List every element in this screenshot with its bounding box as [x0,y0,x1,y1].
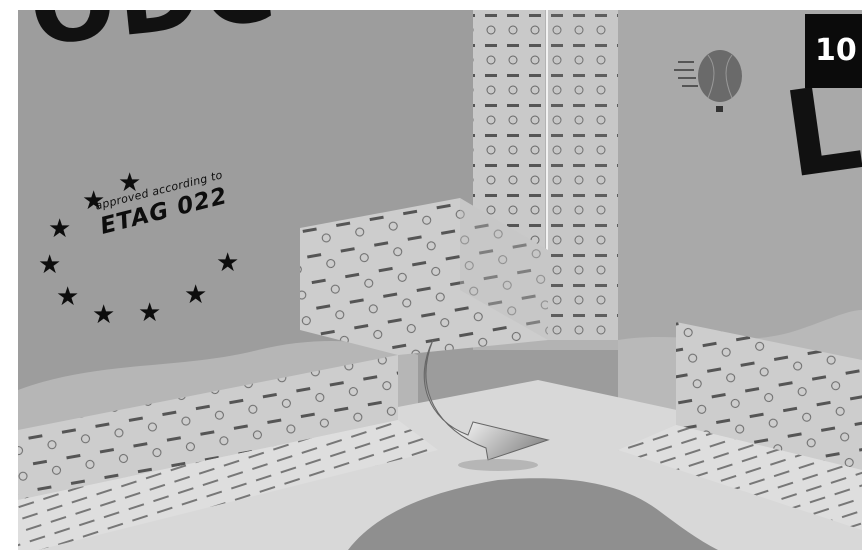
star-icon: ★ [216,250,239,276]
star-icon: ★ [138,300,161,326]
star-icon: ★ [48,216,71,242]
star-icon: ★ [92,302,115,328]
product-illustration: ODC Le 10 ★ ★ ★ ★ ★ ★ ★ ★ ★ approved acc… [18,10,862,550]
page-number-badge: 10 [805,14,862,88]
room-corner-drawing [18,10,862,550]
star-icon: ★ [56,284,79,310]
star-icon: ★ [38,252,61,278]
star-icon: ★ [184,282,207,308]
